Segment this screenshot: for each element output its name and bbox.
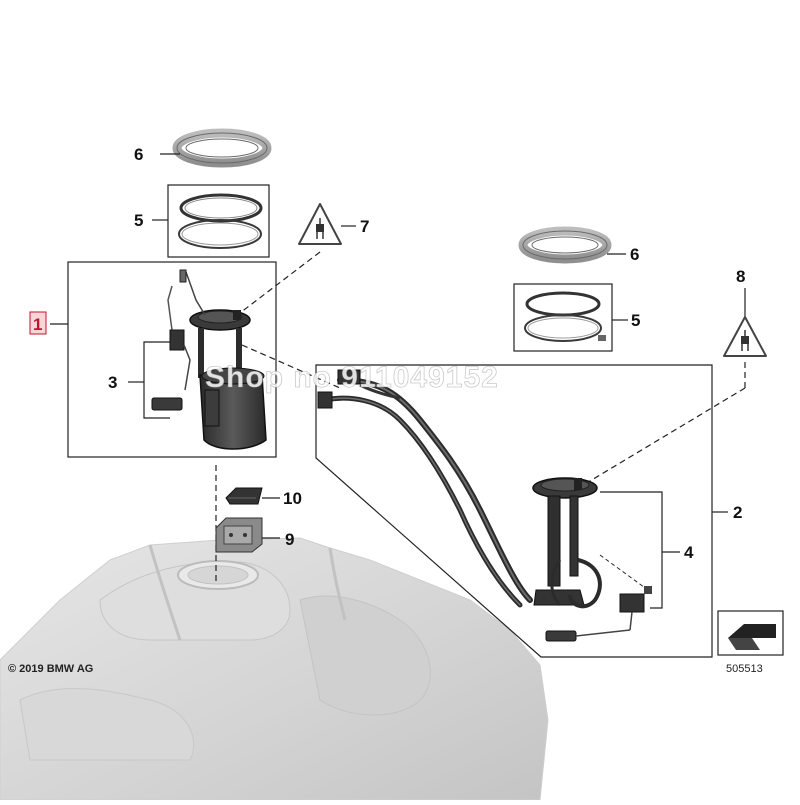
box-fuel-pump-left	[67, 261, 277, 458]
callout-6-right: 6	[630, 245, 639, 264]
dashed-link-7	[235, 251, 321, 317]
callout-5-left: 5	[134, 211, 143, 230]
lock-ring-right	[518, 226, 612, 264]
fuel-lines	[317, 369, 533, 608]
callout-8: 8	[736, 267, 745, 286]
fuel-pump-module-left	[151, 269, 267, 450]
box-fuel-level-sensor-right	[315, 364, 713, 658]
dashed-link-center	[241, 344, 341, 389]
bracket-4	[600, 491, 663, 609]
electrical-connector-warning-icon	[298, 203, 342, 245]
callout-5-right: 5	[631, 311, 640, 330]
callout-6-left: 6	[134, 145, 143, 164]
callout-3: 3	[108, 373, 117, 392]
seal-ring-right	[524, 291, 606, 342]
callout-1-highlight	[29, 311, 47, 335]
seal-ring-left	[178, 193, 263, 249]
electrical-connector-warning-icon	[723, 316, 767, 357]
callout-2: 2	[733, 503, 742, 522]
callout-7: 7	[360, 217, 369, 236]
bracket-3	[143, 341, 170, 419]
copyright-text: © 2019 BMW AG	[8, 663, 93, 675]
cover-part-9	[215, 517, 263, 553]
dashed-link-8b	[574, 387, 746, 491]
callout-10: 10	[283, 489, 302, 508]
fuel-tank	[0, 537, 549, 801]
diagram-number: 505513	[726, 663, 763, 675]
box-seal-right	[513, 283, 613, 352]
box-seal-left	[167, 184, 270, 258]
cover-part-10	[225, 487, 263, 505]
callout-1: 1	[33, 315, 42, 334]
callout-9: 9	[285, 530, 294, 549]
watermark-text: Shop no 911049152	[205, 361, 499, 394]
fuel-level-sensor-right	[532, 477, 652, 642]
callout-4: 4	[684, 543, 694, 562]
diagram-reference-icon	[717, 610, 784, 656]
lock-ring-left	[172, 128, 272, 168]
